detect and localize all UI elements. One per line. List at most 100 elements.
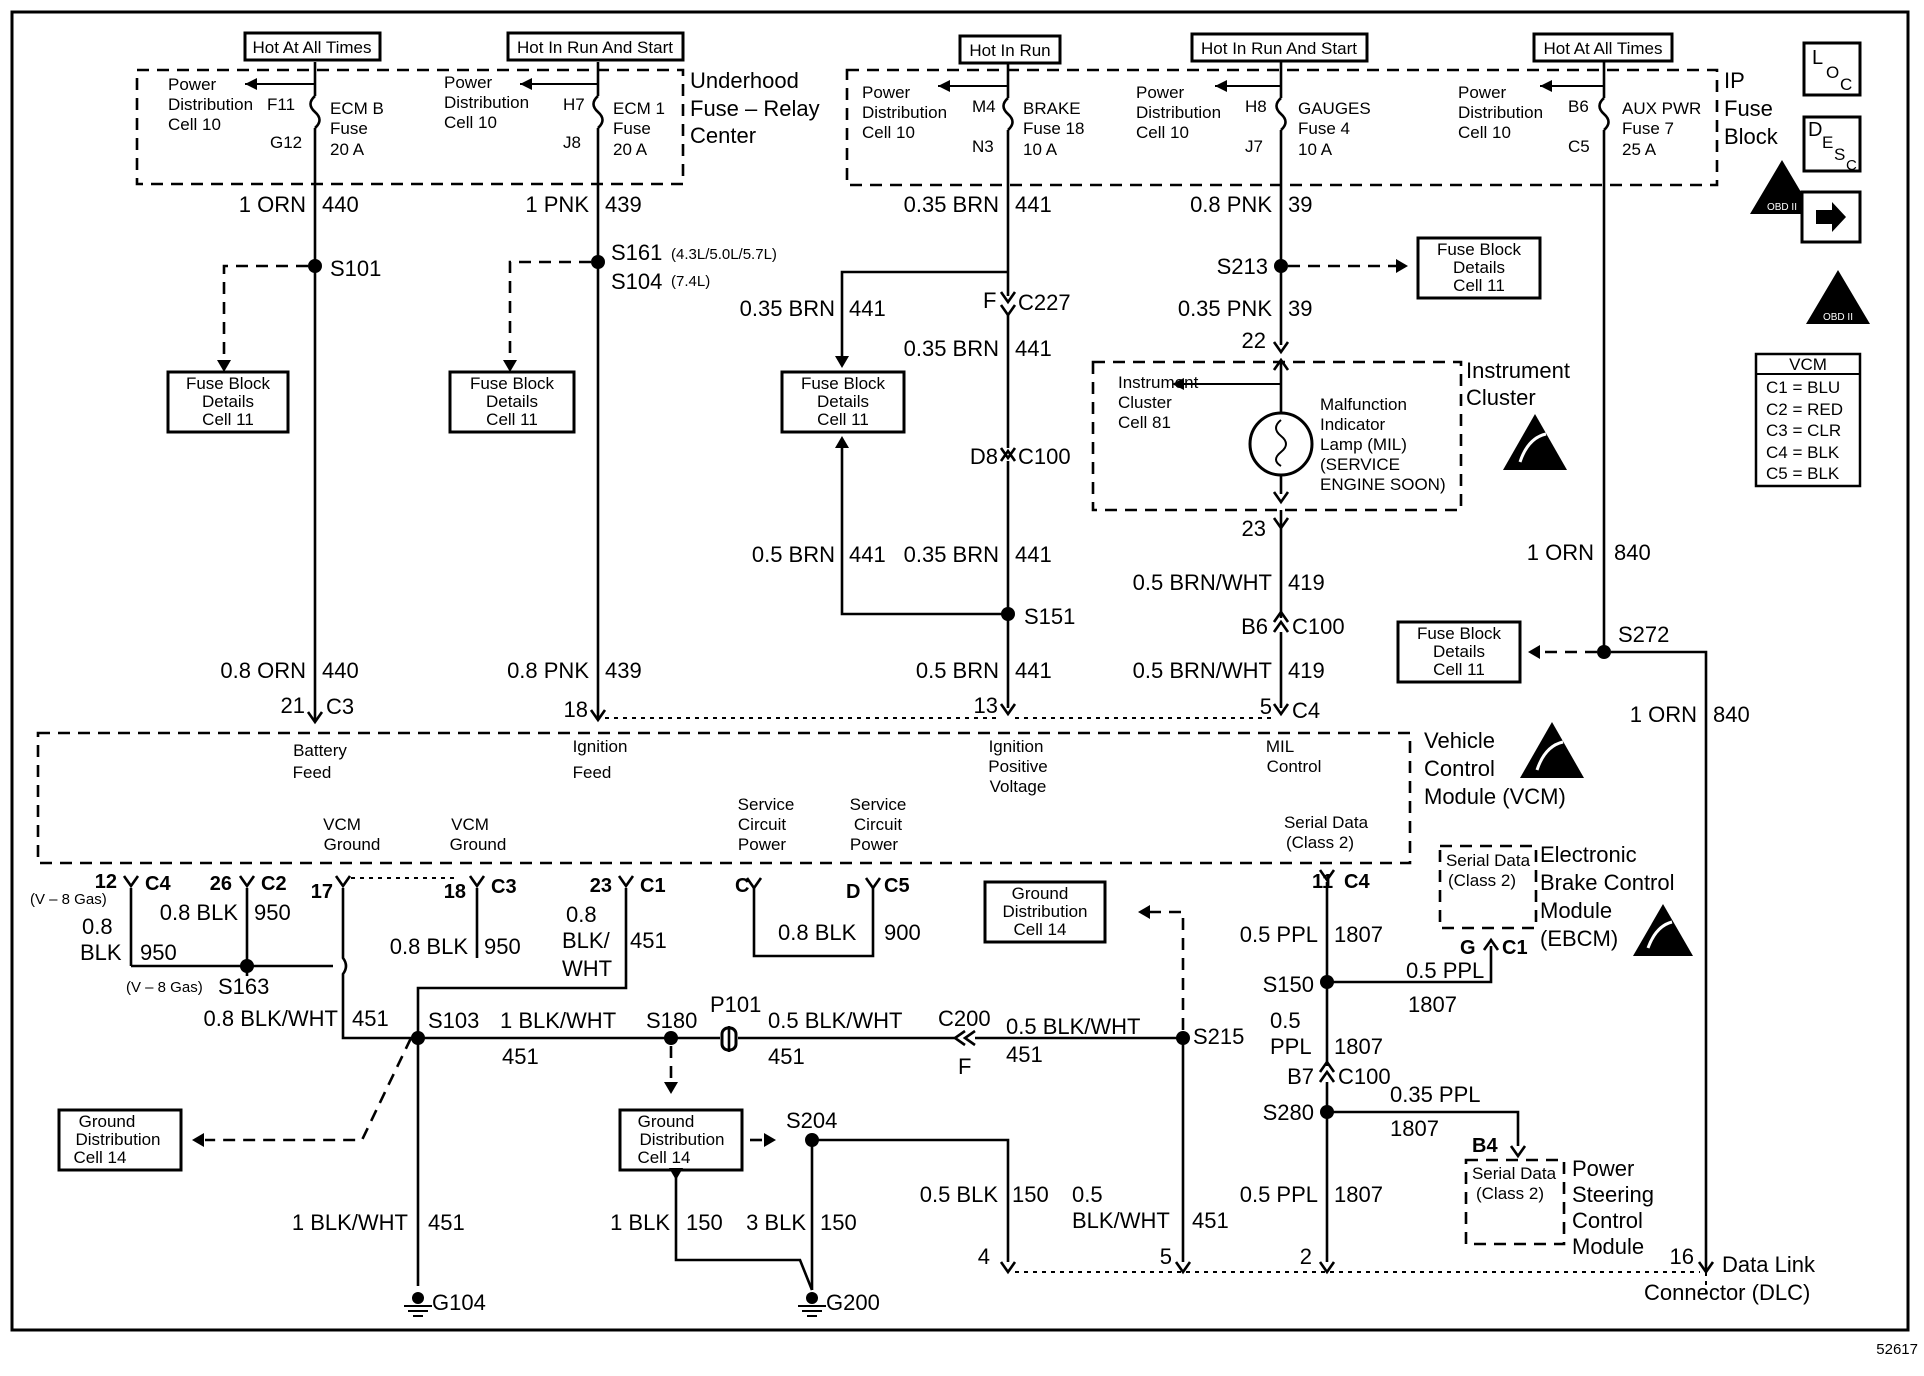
svg-text:Cell 11: Cell 11 [1433,660,1485,679]
svg-text:VCM: VCM [451,815,489,834]
svg-text:5: 5 [1160,1244,1172,1269]
svg-text:D: D [1808,119,1822,141]
hot-label-at-all-times-2: Hot At All Times [1532,32,1674,63]
svg-text:N3: N3 [972,137,994,156]
next-arrow-icon [1800,190,1862,244]
svg-text:Malfunction: Malfunction [1320,395,1407,414]
svg-text:1 BLK/WHT: 1 BLK/WHT [292,1210,408,1235]
connector-c100-d8: D8 C100 [970,444,1071,717]
fuse-block-details-ref-3: Fuse Block Details Cell 11 [780,370,906,434]
svg-text:S151: S151 [1024,604,1075,629]
svg-text:Ground: Ground [638,1112,695,1131]
svg-text:439: 439 [605,658,642,683]
svg-text:20 A: 20 A [613,140,648,159]
svg-text:G: G [1460,937,1476,959]
svg-text:M4: M4 [972,97,996,116]
svg-text:451: 451 [502,1044,539,1069]
svg-text:0.5: 0.5 [1270,1008,1301,1033]
svg-text:J8: J8 [563,133,581,152]
svg-text:150: 150 [1012,1182,1049,1207]
underhood-fuse-relay-center-box [135,68,685,186]
svg-text:Serial Data: Serial Data [1472,1164,1557,1183]
svg-text:Power: Power [850,835,899,854]
svg-text:Fuse 18: Fuse 18 [1023,119,1084,138]
obd-ii-icon: OBD II [1750,160,1814,214]
svg-text:C1: C1 [640,875,666,897]
svg-text:Ground: Ground [1012,884,1069,903]
svg-text:Serial Data: Serial Data [1284,813,1369,832]
svg-text:C5 = BLK: C5 = BLK [1766,464,1840,483]
svg-text:Center: Center [690,123,756,148]
svg-text:(Class 2): (Class 2) [1448,871,1516,890]
svg-text:S: S [1834,145,1845,164]
svg-text:3 BLK: 3 BLK [746,1210,806,1235]
svg-text:0.8 PNK: 0.8 PNK [507,658,589,683]
svg-text:C2 = RED: C2 = RED [1766,400,1843,419]
svg-text:Power: Power [1136,83,1185,102]
svg-text:Fuse Block: Fuse Block [186,374,271,393]
svg-text:419: 419 [1288,570,1325,595]
svg-text:1807: 1807 [1334,1182,1383,1207]
esd-hand-icon [1633,904,1693,956]
svg-text:950: 950 [140,940,177,965]
ground-distribution-ref-2: Ground Distribution Cell 14 [57,1108,183,1172]
svg-text:451: 451 [352,1006,389,1031]
ground-g104: 1 BLK/WHT 451 G104 [292,1210,486,1317]
svg-text:17: 17 [311,881,333,903]
svg-text:Power: Power [738,835,787,854]
esd-hand-icon [1520,722,1584,778]
svg-text:Cell 81: Cell 81 [1118,413,1171,432]
svg-text:0.5 PPL: 0.5 PPL [1240,1182,1318,1207]
svg-text:0.5: 0.5 [1072,1182,1103,1207]
svg-text:Cell 10: Cell 10 [1458,123,1511,142]
svg-text:Ground: Ground [450,835,507,854]
svg-text:Fuse Block: Fuse Block [801,374,886,393]
svg-text:441: 441 [849,542,886,567]
svg-text:1 ORN: 1 ORN [1527,540,1594,565]
svg-text:Ground: Ground [79,1112,136,1131]
svg-text:S272: S272 [1618,622,1669,647]
vcm-ground-pins: 12 C4 (V – 8 Gas) 0.8 BLK 950 26 C2 0.8 … [30,871,667,1040]
svg-text:Cell 10: Cell 10 [862,123,915,142]
svg-text:Hot In Run And Start: Hot In Run And Start [1201,39,1357,58]
svg-text:25 A: 25 A [1622,140,1657,159]
svg-text:Details: Details [817,392,869,411]
svg-text:C4: C4 [1292,698,1320,723]
svg-text:20 A: 20 A [330,140,365,159]
svg-text:Electronic: Electronic [1540,842,1637,867]
fuse-gauges: H8 J7 GAUGES Fuse 4 10 A Power Distribut… [1136,62,1371,345]
svg-text:Service: Service [850,795,907,814]
svg-text:B7: B7 [1287,1064,1314,1089]
wire-labels-top: 1 ORN 440 1 PNK 439 0.35 BRN 441 0.8 PNK… [239,192,1313,217]
svg-text:Cell 10: Cell 10 [168,115,221,134]
service-power-jumper: C D C5 0.8 BLK 900 [735,875,921,958]
svg-text:Distribution: Distribution [1458,103,1543,122]
svg-text:H8: H8 [1245,97,1267,116]
svg-text:0.35 BRN: 0.35 BRN [904,336,999,361]
svg-text:P101: P101 [710,992,761,1017]
svg-text:39: 39 [1288,296,1312,321]
svg-text:4: 4 [978,1244,990,1269]
svg-text:BLK/WHT: BLK/WHT [1072,1208,1170,1233]
svg-text:Cell 11: Cell 11 [486,410,538,429]
svg-text:C: C [1846,157,1857,174]
svg-text:440: 440 [322,192,359,217]
svg-text:S180: S180 [646,1008,697,1033]
svg-text:C4: C4 [145,873,171,895]
svg-text:BLK/: BLK/ [562,928,611,953]
svg-text:Cell 14: Cell 14 [638,1148,691,1167]
svg-text:Ignition: Ignition [573,737,628,756]
fuse-block-details-ref-5: Fuse Block Details Cell 11 [1396,620,1522,684]
hot-label-run: Hot In Run [958,34,1062,65]
svg-text:Cell 11: Cell 11 [817,410,869,429]
svg-text:Distribution: Distribution [168,95,253,114]
svg-text:950: 950 [254,900,291,925]
svg-text:1 ORN: 1 ORN [1630,702,1697,727]
svg-text:1807: 1807 [1390,1116,1439,1141]
svg-text:Lamp (MIL): Lamp (MIL) [1320,435,1407,454]
svg-text:MIL: MIL [1266,737,1294,756]
svg-text:440: 440 [322,658,359,683]
svg-text:5: 5 [1260,694,1272,719]
svg-text:0.5 BRN: 0.5 BRN [916,658,999,683]
splice-s272: 1 ORN 840 S272 1 ORN 840 [1527,540,1750,1270]
